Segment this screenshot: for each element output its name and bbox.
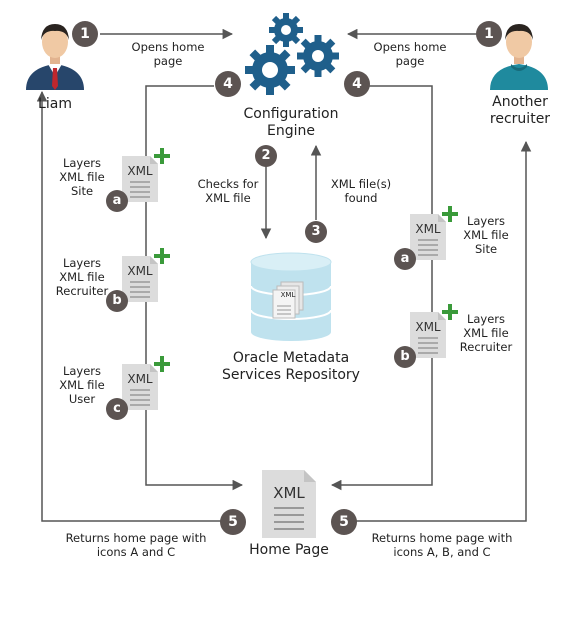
returns-left-line2: icons A and C xyxy=(96,545,176,559)
step-badge: 1 xyxy=(72,21,98,47)
gears-icon xyxy=(245,13,339,95)
checks-line1: Checks for xyxy=(197,177,259,191)
step-badge: 5 xyxy=(331,509,357,535)
layer-badge: a xyxy=(106,190,128,212)
layer-label-line2: XML file xyxy=(59,378,105,392)
step-badge: 4 xyxy=(215,71,241,97)
found-label: XML file(s) found xyxy=(318,177,404,205)
returns-right-line2: icons A, B, and C xyxy=(393,545,491,559)
opens-home-left-label: Opens home page xyxy=(120,40,216,68)
document-icon xyxy=(122,256,158,302)
opens-home-left-line1: Opens home xyxy=(131,40,205,54)
arrow-returns-right xyxy=(356,140,532,522)
arrow-engine-right xyxy=(330,85,433,491)
layer-doc-text: XML xyxy=(127,372,153,386)
opens-home-right-label: Opens home page xyxy=(362,40,458,68)
layer-document: XML xyxy=(410,214,446,260)
step-badge: 3 xyxy=(305,221,327,243)
layer-label-line3: Site xyxy=(70,184,94,198)
layer-label-line1: Layers xyxy=(466,312,506,326)
document-icon xyxy=(410,214,446,260)
layer-badge: a xyxy=(394,248,416,270)
document-icon xyxy=(410,312,446,358)
found-line1: XML file(s) xyxy=(330,177,392,191)
layer-label-line2: XML file xyxy=(463,326,509,340)
another-recruiter-line2: recruiter xyxy=(489,111,551,127)
database-icon xyxy=(250,252,332,341)
checks-line2: XML file xyxy=(205,191,251,205)
configuration-engine-line2: Engine xyxy=(267,123,315,139)
plus-icon xyxy=(442,304,458,320)
opens-home-left-line2: page xyxy=(153,54,183,68)
configuration-engine-line1: Configuration xyxy=(243,106,339,122)
layer-doc-text: XML xyxy=(127,164,153,178)
layer-label-line1: Layers xyxy=(62,364,102,378)
home-page-label: Home Page xyxy=(249,542,329,558)
layer-label-line1: Layers xyxy=(62,156,102,170)
plus-icon xyxy=(442,206,458,222)
step-badge: 4 xyxy=(344,71,370,97)
document-icon xyxy=(262,470,316,538)
step-badge: 5 xyxy=(220,509,246,535)
layer-doc-text: XML xyxy=(415,222,441,236)
layer-label-line1: Layers xyxy=(62,256,102,270)
opens-home-right-line2: page xyxy=(395,54,425,68)
layer-label-line3: User xyxy=(68,392,96,406)
home-page-doc-text: XML xyxy=(273,484,305,502)
another-recruiter-label: Another recruiter xyxy=(472,94,568,128)
layer-badge: b xyxy=(106,290,128,312)
layer-document: XML xyxy=(122,156,158,202)
checks-label: Checks for XML file xyxy=(188,177,268,205)
returns-right-label: Returns home page with icons A, B, and C xyxy=(352,531,532,559)
layer-label-line3: Site xyxy=(474,242,498,256)
layer-document: XML xyxy=(122,256,158,302)
plus-icon xyxy=(154,248,170,264)
layer-doc-text: XML xyxy=(415,320,441,334)
document-icon xyxy=(122,364,158,410)
returns-left-line1: Returns home page with xyxy=(65,531,207,545)
layer-document: XML xyxy=(122,364,158,410)
layer-doc-text: XML xyxy=(127,264,153,278)
repository-line2: Services Repository xyxy=(222,367,360,383)
plus-icon xyxy=(154,148,170,164)
document-icon xyxy=(122,156,158,202)
layer-badge: c xyxy=(106,398,128,420)
layer-label-line2: XML file xyxy=(463,228,509,242)
repository-doc-text: XML xyxy=(280,291,296,299)
another-recruiter-line1: Another xyxy=(492,94,548,110)
arrow-returns-left xyxy=(36,90,222,522)
repository-label: Oracle Metadata Services Repository xyxy=(206,350,376,384)
found-line2: found xyxy=(344,191,378,205)
plus-icon xyxy=(154,356,170,372)
step-badge: 2 xyxy=(255,145,277,167)
layer-badge: b xyxy=(394,346,416,368)
layer-label-line2: XML file xyxy=(59,170,105,184)
returns-right-line1: Returns home page with xyxy=(371,531,513,545)
liam-label: Liam xyxy=(38,96,72,112)
layer-label-line3: Recruiter xyxy=(459,340,513,354)
opens-home-right-line1: Opens home xyxy=(373,40,447,54)
configuration-engine-label: Configuration Engine xyxy=(226,106,356,140)
home-page-document: XML xyxy=(262,470,316,538)
liam-avatar xyxy=(26,24,84,90)
another-recruiter-avatar xyxy=(490,24,548,90)
step-badge: 1 xyxy=(476,21,502,47)
layer-label-line2: XML file xyxy=(59,270,105,284)
layer-document: XML xyxy=(410,312,446,358)
repository-line1: Oracle Metadata xyxy=(232,350,350,366)
returns-left-label: Returns home page with icons A and C xyxy=(48,531,224,559)
layer-label-line1: Layers xyxy=(466,214,506,228)
layer-label-line3: Recruiter xyxy=(55,284,109,298)
arrow-engine-left xyxy=(145,85,244,491)
